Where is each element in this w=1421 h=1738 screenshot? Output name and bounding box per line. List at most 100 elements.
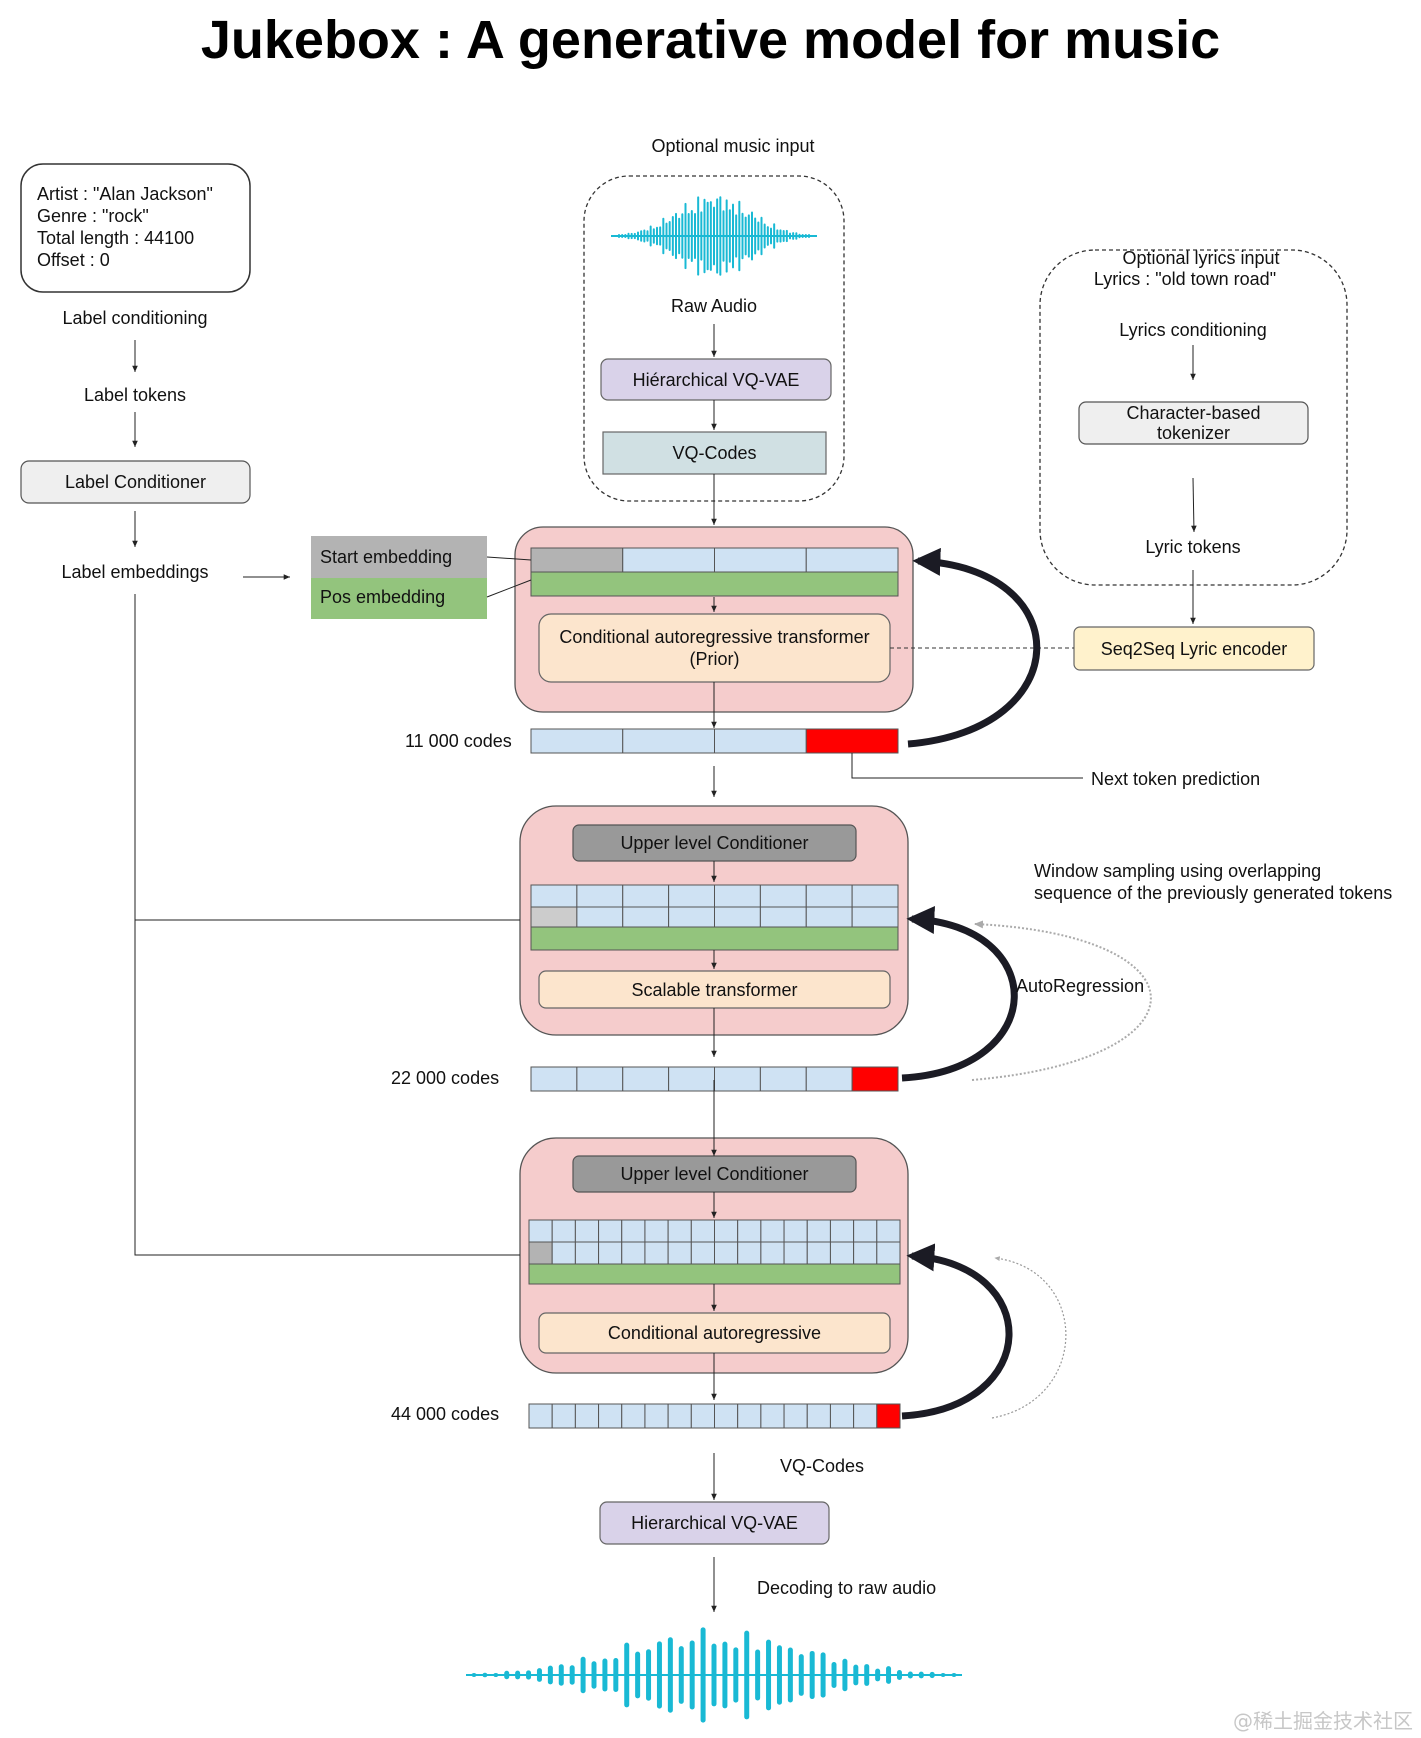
codes-44k-token	[714, 1403, 739, 1429]
codes-44k-token	[829, 1403, 855, 1429]
codes-22k-token	[622, 1066, 670, 1092]
start-embedding-box	[311, 536, 487, 578]
bottom-pos-embedding-bar	[528, 1263, 901, 1285]
bottom-upper-token	[690, 1219, 715, 1243]
raw-audio-waveform	[611, 196, 817, 276]
middle-pos-embedding-bar	[530, 926, 899, 951]
codes-22k-token	[805, 1066, 853, 1092]
bottom-upper-token	[551, 1219, 576, 1243]
label-info-box	[20, 163, 251, 293]
label-tokens-text: Label tokens	[83, 385, 187, 405]
bottom-input-token	[667, 1241, 692, 1265]
bottom-upper-token	[853, 1219, 878, 1243]
vq-codes-top-label: VQ-Codes	[672, 443, 757, 463]
codes-11k-token	[714, 728, 807, 754]
bottom-input-token	[621, 1241, 646, 1265]
middle-upper-token	[622, 884, 670, 908]
codes-44k-token	[737, 1403, 762, 1429]
prior-input-token	[622, 547, 715, 573]
bottom-upper-token	[783, 1219, 808, 1243]
autoregression-label: AutoRegression	[1016, 976, 1145, 996]
prior-transformer-label: Conditional autoregressive transformer (…	[559, 627, 870, 669]
codes-22k-label: 22 000 codes	[391, 1068, 500, 1088]
bottom-upper-token	[528, 1219, 553, 1243]
middle-upper-token	[759, 884, 807, 908]
optional-music-input-label: Optional music input	[651, 136, 815, 156]
codes-22k-token	[714, 1066, 761, 1092]
codes-22k-token	[668, 1066, 715, 1092]
scalable-transformer-label: Scalable transformer	[631, 979, 798, 1000]
label-conditioner-label: Label Conditioner	[64, 472, 207, 492]
codes-44k-token	[644, 1403, 669, 1429]
bottom-input-token	[714, 1241, 739, 1265]
lyric-tokens-label: Lyric tokens	[1145, 537, 1241, 557]
codes-11k-label: 11 000 codes	[405, 731, 512, 751]
char-tokenizer-label: Character-based tokenizer	[1126, 403, 1261, 443]
prior-input-token	[714, 547, 807, 573]
vq-codes-top-box	[602, 431, 827, 475]
middle-input-token	[851, 906, 899, 928]
cond-autoregressive-label: Conditional autoregressive	[607, 1323, 822, 1343]
vq-codes-bottom-label: VQ-Codes	[780, 1456, 865, 1476]
codes-11k-token	[805, 728, 899, 754]
output-audio-waveform	[466, 1627, 962, 1723]
codes-22k-token	[530, 1066, 578, 1092]
label-conditioner-box	[20, 460, 251, 504]
watermark-text: @稀土掘金技术社区	[1233, 1709, 1413, 1733]
diagram-title: Jukebox : A generative model for music	[200, 10, 1221, 70]
codes-44k-token	[783, 1403, 808, 1429]
codes-44k-token	[574, 1403, 600, 1429]
codes-44k-token	[760, 1403, 785, 1429]
codes-22k-token	[576, 1066, 624, 1092]
bottom-input-token	[853, 1241, 878, 1265]
codes-44k-token	[667, 1403, 692, 1429]
label-embeddings-text: Label embeddings	[61, 562, 209, 582]
upper-conditioner-1-label: Upper level Conditioner	[620, 833, 809, 853]
prior-input-token	[530, 547, 624, 573]
middle-input-token	[759, 906, 807, 928]
bottom-upper-token	[714, 1219, 739, 1243]
middle-upper-token	[851, 884, 899, 908]
bottom-input-token	[598, 1241, 623, 1265]
start-embedding-label: Start embedding	[320, 547, 453, 567]
codes-44k-token	[876, 1403, 901, 1429]
vqvae-bottom-box	[599, 1501, 830, 1545]
bottom-input-token	[829, 1241, 855, 1265]
middle-input-token	[530, 906, 578, 928]
seq2seq-label: Seq2Seq Lyric encoder	[1100, 638, 1288, 659]
char-tokenizer-box	[1078, 401, 1309, 445]
lyrics-conditioning-label: Lyrics conditioning	[1119, 320, 1267, 340]
codes-44k-label: 44 000 codes	[391, 1404, 500, 1424]
autoregression-arrows	[901, 547, 1152, 1420]
bottom-input-token	[644, 1241, 669, 1265]
codes-22k-token	[851, 1066, 899, 1092]
vqvae-top-box	[600, 358, 832, 401]
window-sampling-label: Window sampling using overlapping sequen…	[1034, 861, 1393, 903]
codes-44k-token	[853, 1403, 878, 1429]
pos-embedding-box	[311, 578, 487, 619]
bottom-input-token	[760, 1241, 785, 1265]
bottom-upper-token	[667, 1219, 692, 1243]
lyrics-value-label: Lyrics : "old town road"	[1093, 269, 1277, 289]
bottom-upper-token	[876, 1219, 901, 1243]
bottom-upper-token	[644, 1219, 669, 1243]
codes-22k-token	[759, 1066, 807, 1092]
codes-44k-token	[528, 1403, 553, 1429]
bottom-input-token	[876, 1241, 901, 1265]
codes-11k-token	[622, 728, 715, 754]
codes-44k-token	[551, 1403, 576, 1429]
bottom-upper-token	[621, 1219, 646, 1243]
pos-embedding-label: Pos embedding	[320, 587, 446, 607]
middle-input-token	[668, 906, 715, 928]
prior-pos-embedding-bar	[530, 571, 899, 597]
upper-conditioner-2-label: Upper level Conditioner	[620, 1164, 809, 1184]
token-grids	[528, 547, 901, 1429]
codes-44k-token	[690, 1403, 715, 1429]
middle-input-token	[805, 906, 853, 928]
bottom-upper-token	[829, 1219, 855, 1243]
middle-upper-token	[576, 884, 624, 908]
codes-44k-token	[806, 1403, 831, 1429]
label-info-text: Artist : "Alan Jackson" Genre : "rock" T…	[37, 184, 213, 270]
middle-upper-token	[668, 884, 715, 908]
